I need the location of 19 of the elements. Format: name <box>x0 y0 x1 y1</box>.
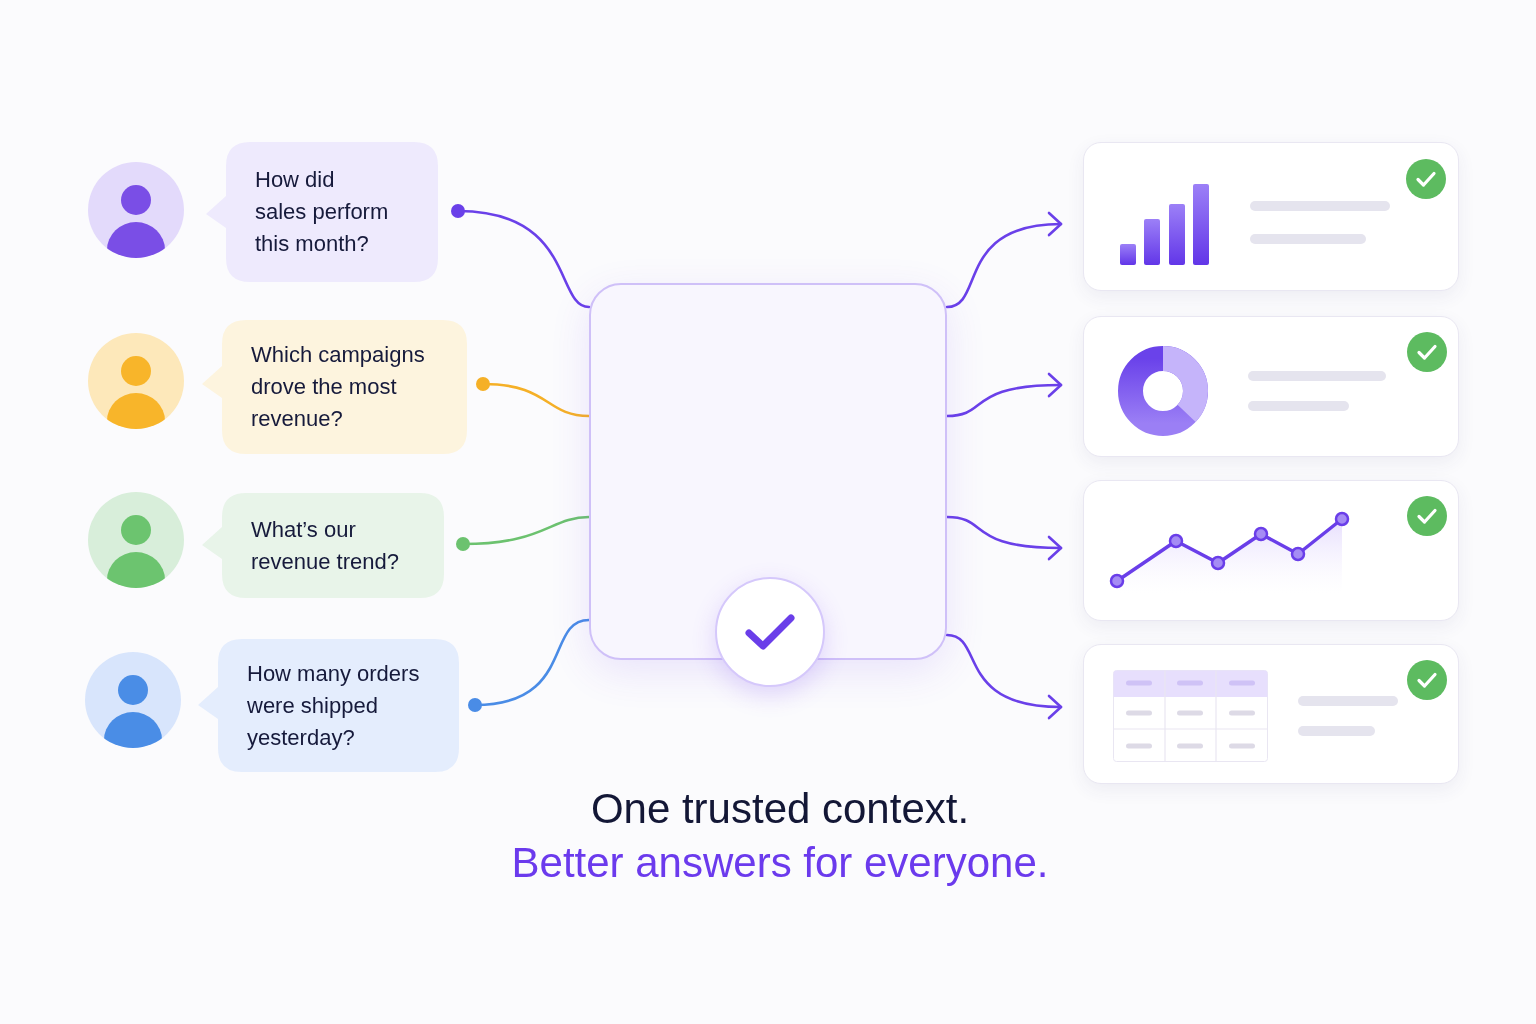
question-text: How did sales perform this month? <box>255 166 390 258</box>
curved-arrow <box>945 633 1063 719</box>
answer-card <box>1083 480 1459 621</box>
answer-card <box>1083 142 1459 291</box>
curved-connector <box>468 618 591 712</box>
tagline-text: One trusted context. <box>590 784 970 834</box>
question-text: What’s our revenue trend? <box>251 515 400 576</box>
speech-bubble <box>200 320 467 454</box>
tagline-text: Better answers for everyone. <box>511 838 1049 888</box>
curved-connector <box>456 515 591 551</box>
curved-connector <box>451 204 591 309</box>
curved-connector <box>476 377 591 418</box>
answer-card <box>1083 316 1459 457</box>
question-text: How many orders were shipped yesterday? <box>247 659 421 752</box>
question-text: Which campaigns drove the most revenue? <box>251 341 426 433</box>
curved-arrow <box>945 373 1063 418</box>
curved-arrow <box>945 212 1063 309</box>
answer-card <box>1083 644 1459 784</box>
curved-arrow <box>945 515 1063 560</box>
